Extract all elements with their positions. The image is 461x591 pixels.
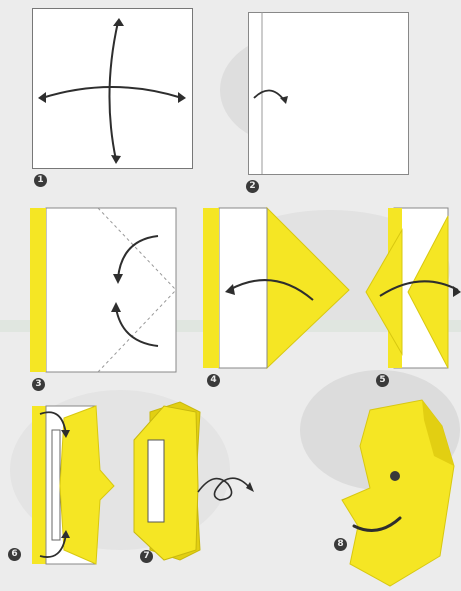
step-1-diagram (32, 8, 194, 172)
step-6-panel: 6 (4, 400, 120, 572)
step-4-diagram (203, 204, 351, 380)
step-number-badge: 5 (376, 374, 389, 387)
step-8-diagram (330, 396, 461, 591)
white-slot (148, 440, 164, 522)
front-layer (134, 406, 198, 560)
folded-triangle (267, 208, 349, 368)
step-7-diagram (130, 400, 260, 572)
step-5-panel: 5 (364, 206, 461, 380)
step-2-panel: 2 (248, 12, 410, 176)
step-3-panel: 3 (30, 206, 180, 378)
step-number-badge: 7 (140, 550, 153, 563)
paper-sheet (219, 208, 267, 368)
step-7-panel: 7 (130, 400, 260, 572)
step-2-diagram (248, 12, 410, 176)
step-5-diagram (364, 206, 461, 380)
yellow-edge-strip (30, 208, 46, 372)
step-number-badge: 1 (34, 174, 47, 187)
step-4-panel: 4 (203, 204, 351, 380)
eye-dot (390, 471, 400, 481)
paper-sheet (46, 208, 176, 372)
step-number-badge: 4 (207, 374, 220, 387)
yellow-edge-strip (203, 208, 219, 368)
step-1-panel: 1 (32, 8, 194, 172)
step-number-badge: 6 (8, 548, 21, 561)
turn-over-loop-arrow (198, 478, 250, 500)
folded-shape (60, 406, 114, 564)
yellow-edge-strip (32, 406, 46, 564)
folded-triangle-left (366, 230, 402, 354)
step-6-diagram (4, 400, 120, 572)
step-number-badge: 2 (246, 180, 259, 193)
center-slot (52, 430, 60, 540)
step-number-badge: 8 (334, 538, 347, 551)
step-3-diagram (30, 206, 180, 378)
step-8-panel: 8 (330, 396, 461, 591)
step-number-badge: 3 (32, 378, 45, 391)
square-paper (249, 13, 409, 175)
